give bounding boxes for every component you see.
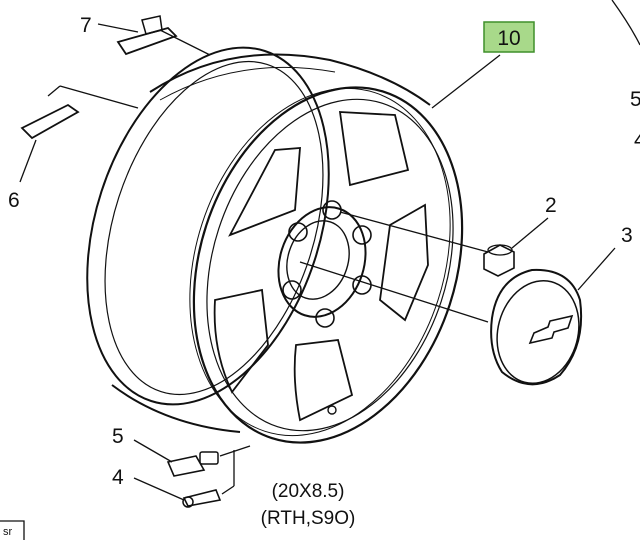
callout-2: 2 <box>545 194 557 217</box>
wheel-hub <box>277 200 372 415</box>
wheel-rpo-codes: (RTH,S9O) <box>261 508 356 529</box>
callout-7: 7 <box>80 14 92 37</box>
callout-4: 4 <box>112 466 124 489</box>
tpms-sensor <box>166 451 219 477</box>
wheel-size-label: (20X8.5) <box>272 481 345 502</box>
callout-5: 5 <box>112 425 124 448</box>
wheel-rim <box>86 46 464 444</box>
corner-tag-text: sr <box>3 526 13 538</box>
callout-3: 3 <box>621 224 633 247</box>
callout-10-box <box>483 21 535 53</box>
bowtie-emblem <box>528 314 574 345</box>
valve-stem <box>182 489 222 508</box>
leader-lines <box>19 23 616 501</box>
balance-weight-clip <box>116 15 178 56</box>
center-cap <box>490 268 583 386</box>
callout-10: 10 <box>497 27 520 50</box>
callout-6: 6 <box>8 189 20 212</box>
corner-tag: sr <box>0 520 25 540</box>
balance-weight-adhesive <box>20 103 80 140</box>
wheel-spoke-windows <box>213 111 429 422</box>
callout-5-partial: 5 <box>630 88 640 111</box>
lug-nut <box>483 244 515 277</box>
callout-4-partial: 4 <box>634 129 640 152</box>
adjacent-diagram-edge <box>611 0 640 46</box>
